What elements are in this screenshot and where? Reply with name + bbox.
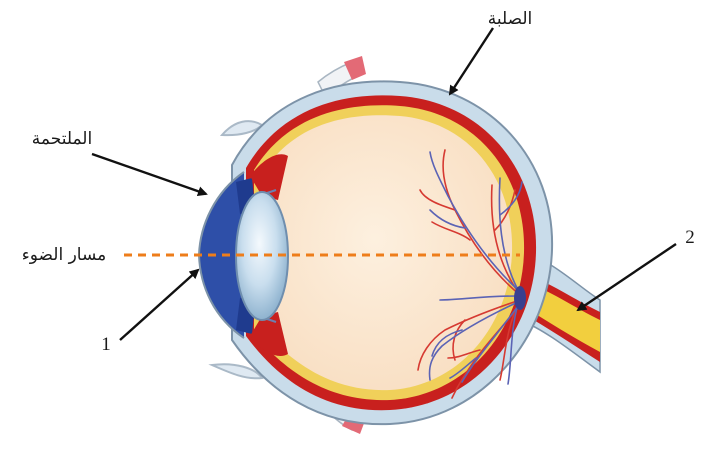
conjunctiva-arrow [92,154,206,194]
marker-2-label: 2 [685,227,695,248]
light-path-label: مسار الضوء [22,245,107,265]
optic-disc [514,286,526,310]
marker-1-label: 1 [101,334,111,355]
sclera-label: الصلبة [488,9,533,29]
conjunctiva-label: الملتحمة [32,129,92,149]
marker-2-arrow [578,244,676,310]
marker-1-arrow [120,270,198,340]
sclera-arrow [450,28,493,94]
